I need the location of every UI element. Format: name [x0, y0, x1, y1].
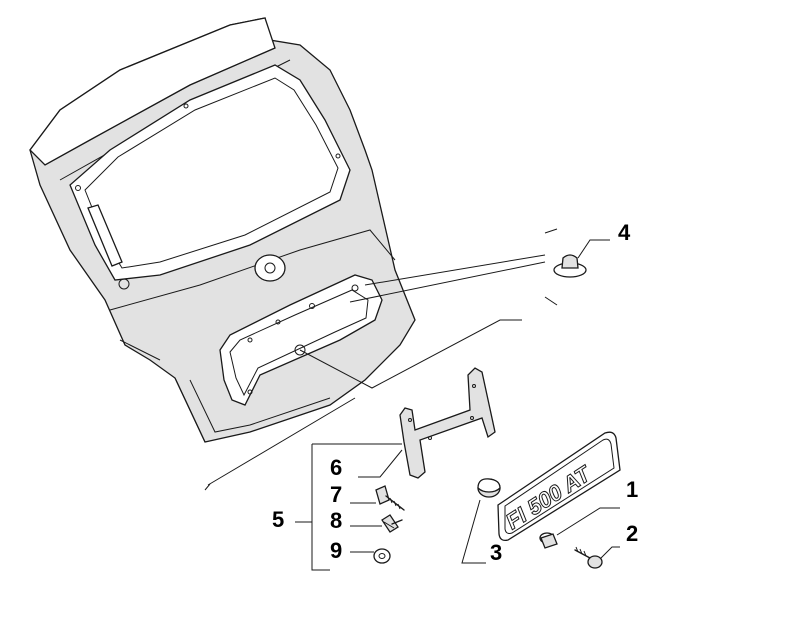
leader-lines	[204, 228, 558, 491]
part-4-clip	[553, 239, 610, 278]
group-bracket-5	[295, 443, 403, 571]
callout-2: 2	[626, 521, 639, 546]
callout-7: 7	[330, 482, 343, 507]
part-2-screw	[574, 546, 620, 569]
callout-5: 5	[272, 507, 285, 532]
callout-4: 4	[618, 220, 631, 245]
license-plate-recess	[219, 274, 383, 406]
callout-8: 8	[330, 508, 343, 533]
model-badge: FI 500 AT	[497, 431, 621, 542]
part-1-screw	[539, 507, 620, 549]
rear-window	[69, 64, 351, 290]
part-7-stud	[375, 485, 405, 511]
part-9-washer	[373, 548, 391, 564]
callout-6: 6	[330, 455, 343, 480]
callout-9: 9	[330, 538, 343, 563]
part-6-bracket	[399, 367, 496, 479]
logo-emblem	[254, 254, 286, 282]
callout-1: 1	[626, 477, 639, 502]
part-8-screw	[381, 514, 403, 533]
part-3-cap	[461, 478, 501, 564]
callout-3: 3	[490, 540, 503, 565]
